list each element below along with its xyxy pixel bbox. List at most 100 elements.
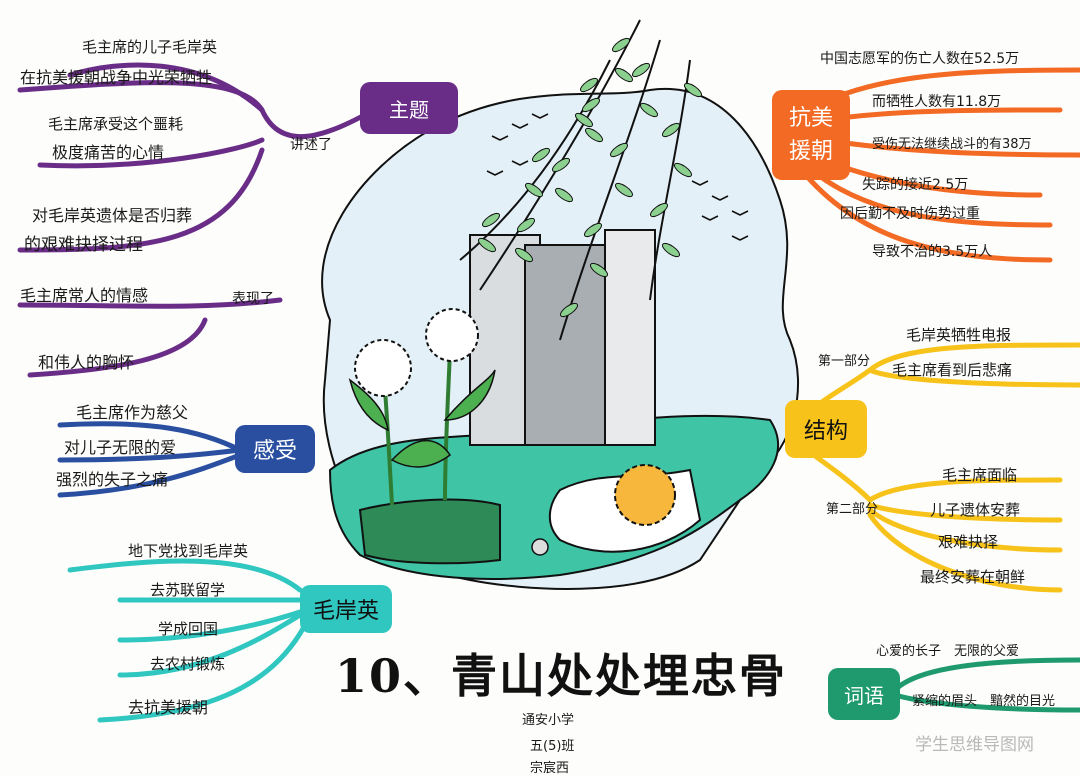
willow-leaf — [514, 247, 534, 263]
mao-anying-item: 地下党找到毛岸英 — [128, 542, 249, 560]
page-title: 10、青山处处埋忠骨 — [335, 649, 788, 703]
structure-item: 艰难抉择 — [938, 533, 999, 551]
theme-item: 在抗美援朝战争中光荣牺牲 — [20, 68, 213, 87]
bird — [531, 113, 549, 119]
structure-item: 毛主席看到后悲痛 — [892, 361, 1013, 379]
mao-anying-item: 去农村锻炼 — [150, 655, 226, 673]
theme-item: 极度痛苦的心情 — [52, 143, 165, 162]
willow-leaf — [589, 262, 609, 278]
structure-item: 最终安葬在朝鲜 — [920, 568, 1026, 586]
flower-stem-right — [443, 349, 452, 501]
flower-leaf-3 — [348, 378, 389, 432]
branch-lines — [17, 62, 1080, 723]
feelings-item: 对儿子无限的爱 — [64, 438, 177, 457]
war-item: 受伤无法继续战斗的有38万 — [872, 137, 1032, 152]
dark-ground — [358, 498, 501, 565]
willow-leaf — [614, 67, 634, 83]
author-name: 宗宸西 — [530, 761, 570, 776]
bird — [511, 123, 529, 129]
willow-leaf — [574, 112, 594, 128]
willow-branch-3 — [649, 59, 691, 301]
feelings-hub: 感受 — [235, 425, 315, 473]
mao-anying-hub: 毛岸英 — [300, 585, 392, 633]
feelings-item: 强烈的失子之痛 — [56, 470, 169, 489]
chrysanthemum-left — [354, 339, 412, 397]
words-item: 紧缩的眉头 黯然的目光 — [912, 694, 1056, 709]
theme-connector: 讲述了 — [290, 137, 332, 153]
structure-part2-label: 第二部分 — [826, 502, 879, 517]
bird — [701, 215, 719, 221]
central-illustration — [321, 19, 799, 590]
willow-leaves — [477, 37, 703, 318]
mao-anying-branch-line — [67, 558, 308, 723]
war-item: 因后勤不及时伤势过重 — [840, 206, 980, 222]
willow-leaf — [673, 162, 693, 178]
war-branch-line — [787, 67, 1080, 263]
theme-item: 的艰难抉择过程 — [24, 235, 143, 255]
mao-anying-item: 去苏联留学 — [150, 581, 226, 599]
theme-item: 对毛岸英遗体是否归葬 — [32, 206, 193, 225]
willow-leaf — [551, 157, 571, 173]
theme-connector: 表现了 — [232, 291, 274, 307]
theme-branch-line-3 — [27, 62, 265, 378]
willow-branch-1 — [479, 19, 641, 291]
bird — [491, 135, 509, 141]
bird — [731, 210, 749, 216]
feelings-item: 毛主席作为慈父 — [76, 403, 189, 422]
willow-leaf — [649, 202, 669, 218]
willow-leaf — [583, 222, 603, 238]
willow-branch-2 — [559, 39, 661, 341]
chrysanthemum-right — [425, 308, 479, 362]
flying-birds — [486, 113, 749, 241]
flower-leaf-2 — [443, 369, 496, 421]
theme-item: 毛主席的儿子毛岸英 — [82, 38, 218, 56]
willow-leaf — [554, 187, 574, 203]
flower-stem-left — [383, 389, 394, 506]
willow-leaf — [581, 97, 601, 113]
bouquet-flowers — [614, 464, 676, 526]
bird — [731, 235, 749, 241]
structure-part1-label: 第一部分 — [818, 354, 871, 369]
war-hub: 抗美援朝 — [772, 90, 850, 180]
words-hub: 词语 — [828, 668, 900, 720]
bird — [486, 170, 504, 176]
mao-anying-item: 去抗美援朝 — [128, 698, 209, 717]
structure-item: 毛岸英牺牲电报 — [906, 326, 1012, 344]
monument-right-slab — [604, 229, 656, 446]
willow-leaf — [661, 242, 681, 258]
theme-branch-line-2 — [17, 137, 283, 309]
willow-leaf — [516, 217, 536, 233]
mao-anying-item: 学成回国 — [158, 620, 219, 638]
author-class: 五(5)班 — [530, 739, 575, 754]
willow-leaf — [661, 122, 681, 138]
structure-hub: 结构 — [785, 400, 867, 458]
watermark: 学生思维导图网 — [915, 735, 1034, 755]
theme-item: 和伟人的胸怀 — [38, 353, 135, 372]
author-school: 通安小学 — [522, 713, 575, 728]
willow-leaf — [611, 37, 631, 53]
willow-leaf — [559, 302, 579, 318]
willow-leaf — [683, 82, 703, 98]
bird — [691, 180, 709, 186]
willow-leaf — [639, 102, 659, 118]
willow-leaf — [477, 237, 497, 253]
bird — [511, 160, 529, 166]
war-item: 导致不治的3.5万人 — [872, 244, 993, 260]
words-item: 心爱的长子 无限的父爱 — [876, 644, 1020, 659]
willow-leaf — [531, 147, 551, 163]
theme-item: 毛主席承受这个噩耗 — [48, 115, 184, 133]
willow-leaf — [584, 127, 604, 143]
structure-branch-line — [797, 342, 1080, 593]
monument-center-slab — [524, 244, 616, 446]
bouquet-bow — [531, 538, 549, 556]
willow-leaf — [481, 212, 501, 228]
war-item: 失踪的接近2.5万 — [862, 177, 969, 193]
willow-leaf — [579, 77, 599, 93]
willow-leaf — [631, 62, 651, 78]
flower-leaf-1 — [390, 439, 452, 468]
war-item: 而牺牲人数有11.8万 — [872, 94, 1002, 110]
war-item: 中国志愿军的伤亡人数在52.5万 — [820, 51, 1020, 67]
structure-item: 儿子遗体安葬 — [930, 501, 1021, 519]
